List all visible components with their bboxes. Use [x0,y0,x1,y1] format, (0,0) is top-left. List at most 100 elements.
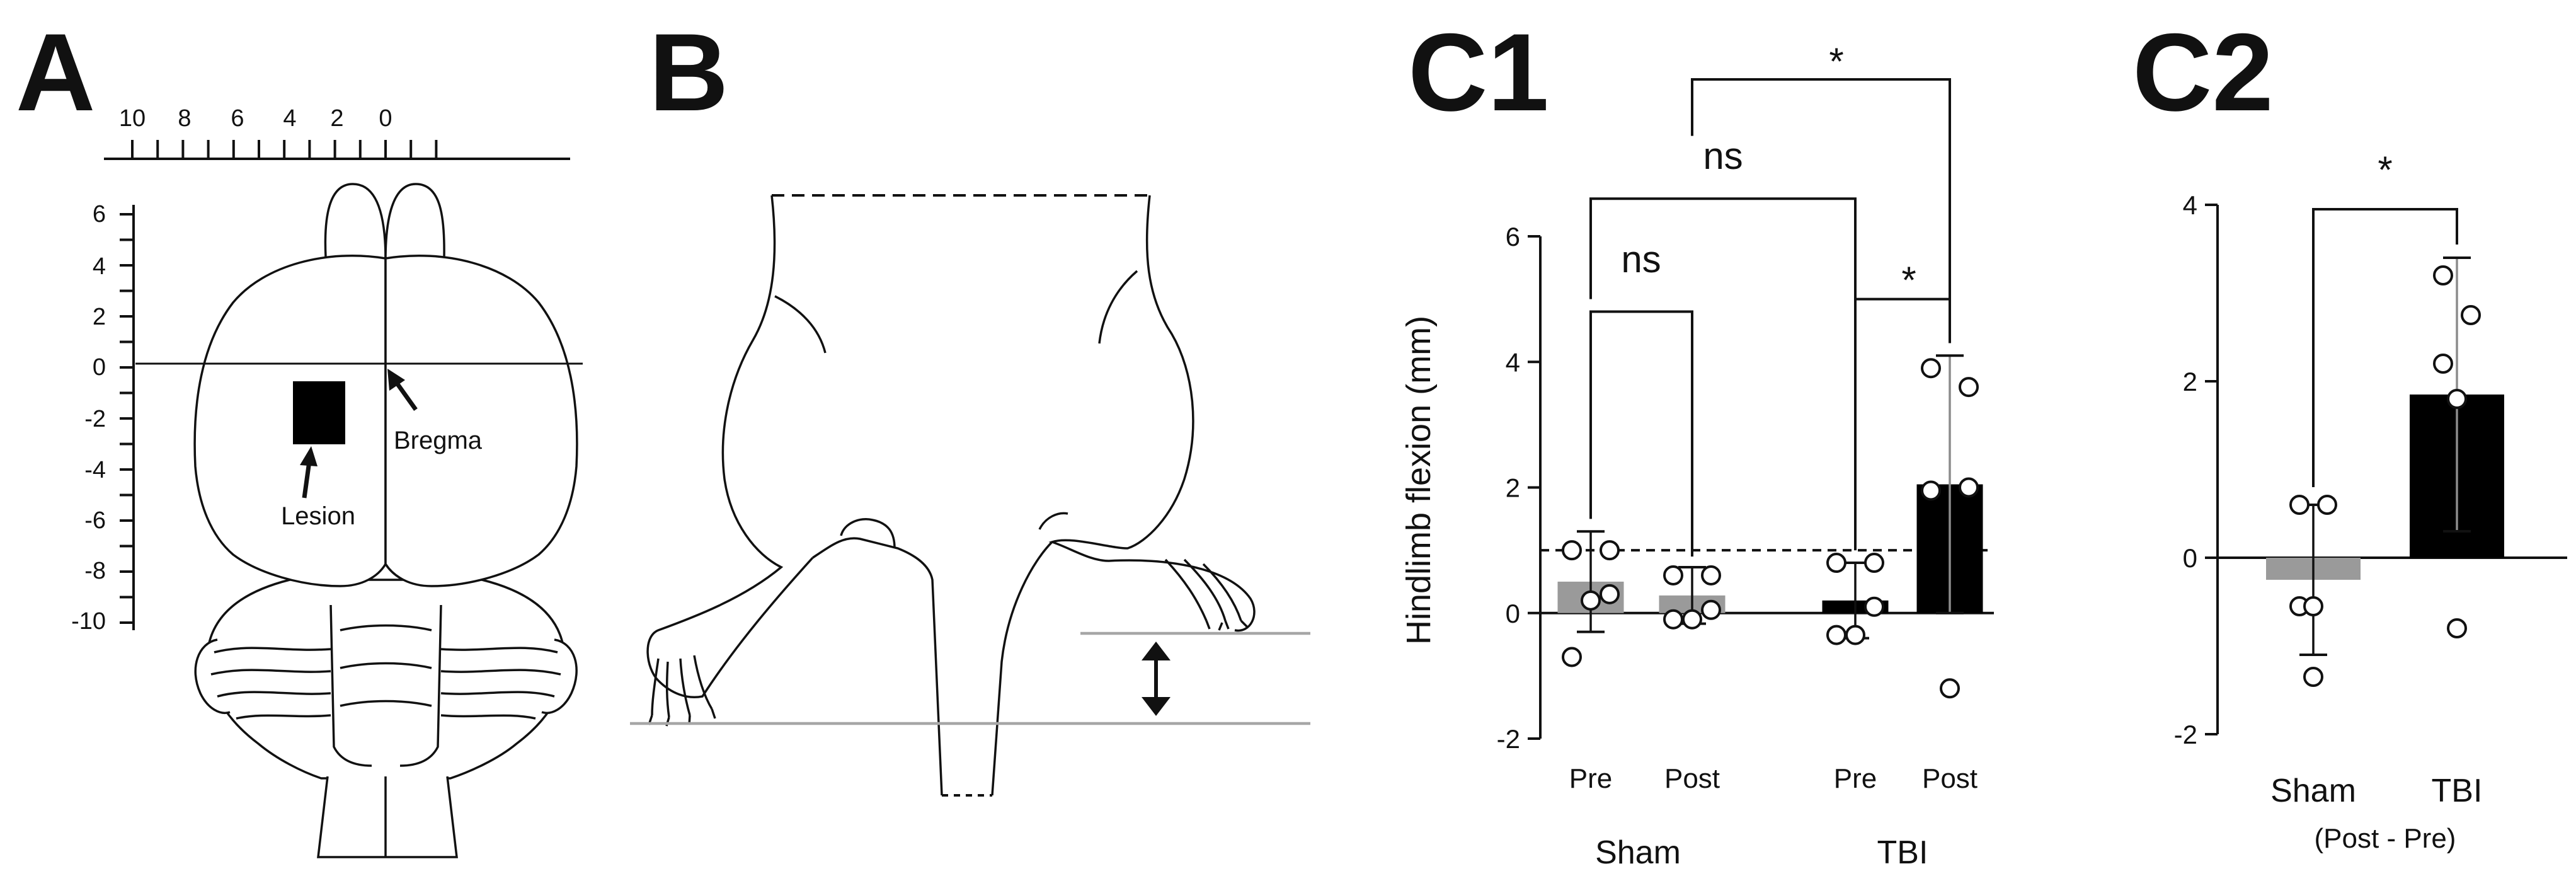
cerebellum [206,579,566,780]
significance-bracket [1691,78,1951,343]
c2-significance: * [2378,149,2392,191]
left-ruler-label: 4 [93,253,106,280]
c2-x-axis-subtitle: (Post - Pre) [2315,823,2456,854]
data-point [1864,553,1884,573]
c2-category-label-sham: Sham [2270,773,2356,809]
bregma-label: Bregma [394,427,483,454]
data-point [1826,625,1846,645]
c2-category-label-tbi: TBI [2432,773,2483,809]
olfactory-bulb-right [384,183,445,260]
left-ruler-label: -6 [84,507,106,534]
c1-category-label: Pre [1834,763,1877,794]
y-tick-label: 0 [2183,543,2197,573]
c1-significance-tbi: * [1901,259,1916,301]
right-thigh-contour [1098,270,1138,344]
bregma-arrow [387,369,418,412]
left-ruler-label: -2 [84,406,106,432]
panel-a-letter: A [16,11,95,134]
body-outline-right [1048,195,1256,632]
data-point [2433,354,2453,374]
top-ruler-label: 10 [119,105,146,132]
data-point [1701,599,1721,620]
data-point [1663,565,1683,585]
top-ruler-label: 8 [178,105,191,132]
significance-bracket [1589,310,1693,557]
data-point [2461,305,2481,325]
panel-c1-letter: C1 [1408,11,1549,134]
data-point [2433,265,2453,285]
y-tick-label: -2 [1497,724,1520,754]
left-ruler-label: -4 [84,457,106,483]
olfactory-bulb-left [324,183,387,260]
left-ruler-label: 6 [93,201,106,228]
brainstem [317,776,458,858]
y-tick-label: 6 [1506,222,1520,251]
top-ruler: 10 8 6 4 2 0 [104,105,570,160]
y-tick-label: 0 [1506,599,1520,628]
data-point [2303,667,2323,687]
c2-chart: -2 0 2 4 [2174,190,2567,749]
data-point [2317,495,2337,515]
y-tick-label: 2 [2183,367,2197,396]
data-point [1701,565,1721,585]
c1-category-label: Post [1922,763,1978,794]
y-tick-label: 4 [1506,347,1520,377]
right-paw-claws [1164,558,1249,631]
data-point [1562,647,1582,667]
left-thigh-contour [774,295,827,354]
data-point [1562,540,1582,561]
data-point [1959,377,1979,398]
y-tick-label: 4 [2183,190,2197,220]
data-point [1845,625,1865,645]
cerebellar-folia [210,604,561,767]
data-point [1581,590,1601,611]
data-point [1600,584,1620,604]
panel-b: B [630,11,1310,797]
top-ruler-ticks [131,140,438,159]
data-point [2303,596,2323,616]
significance-bracket [2312,208,2458,487]
flexion-double-arrow [1142,642,1171,716]
panel-c2-letter: C2 [2132,11,2274,134]
tail [812,537,1053,796]
c1-significance-ns-pre: ns [1703,135,1743,177]
data-point [2447,618,2467,638]
left-ruler-label: -10 [71,608,106,635]
left-ruler-label: -8 [84,558,106,584]
data-point [1940,678,1960,699]
panel-c2: C2 -2 0 2 4 Sham TBI (Post - Pre) * [2132,11,2567,854]
lesion-label: Lesion [281,502,355,530]
c1-significance-ns-sham: ns [1621,238,1661,280]
panel-b-letter: B [649,11,728,134]
left-ruler-ticks [120,213,134,624]
data-point [1864,596,1884,617]
c1-category-label: Post [1664,763,1720,794]
left-ruler-label: 0 [93,354,106,381]
right-hemisphere [384,255,578,587]
top-ruler-label: 4 [283,105,296,132]
data-point [1600,540,1620,561]
lesion-arrow [300,446,318,499]
top-ruler-label: 6 [231,105,244,132]
mouse-hindlimbs-drawing [646,195,1256,796]
panel-a: A 10 8 6 4 2 0 6 4 2 0 -2 -4 -6 -8 -10 [16,11,583,858]
c1-significance-post: * [1829,40,1843,83]
top-ruler-label: 2 [330,105,343,132]
data-point [1682,609,1702,630]
body-outline-left [646,195,814,698]
left-ruler-label: 2 [93,304,106,330]
brain-drawing [193,183,578,858]
y-tick-label: -2 [2174,720,2197,749]
top-ruler-label: 0 [379,105,392,132]
left-paw-claws [648,655,716,727]
data-point [2447,389,2467,409]
left-knee-contour [840,518,896,549]
lesion-marker [293,381,345,444]
left-ruler: 6 4 2 0 -2 -4 -6 -8 -10 [71,201,135,635]
c1-y-axis-title: Hindlimb flexion (mm) [1400,316,1438,645]
data-point [1921,358,1941,379]
left-hemisphere [193,255,387,587]
